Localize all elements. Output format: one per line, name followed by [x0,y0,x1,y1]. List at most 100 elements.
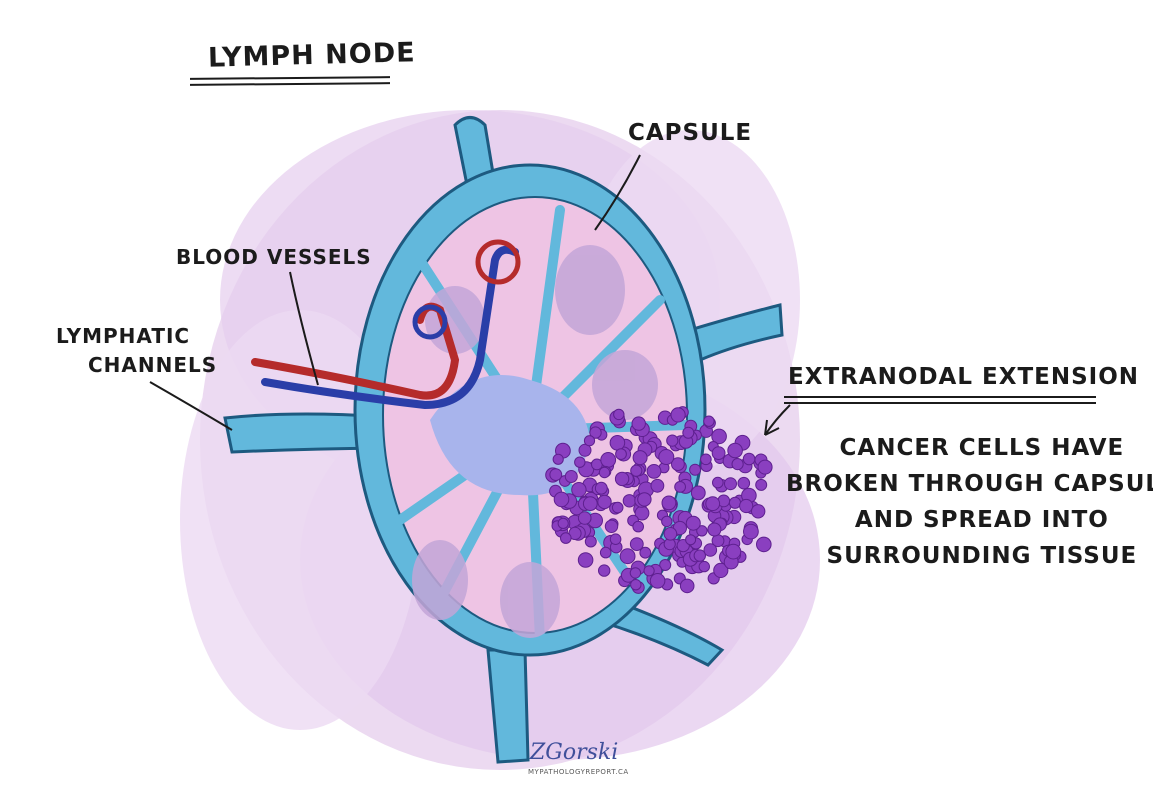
title: LYMPH NODE [207,37,416,74]
cancer-cell [582,496,598,512]
cancer-cell [597,494,612,510]
cancer-cell [650,478,665,493]
cancer-cell [630,464,643,477]
cancer-cell [757,459,773,475]
cancer-cell [731,458,744,471]
cancer-cells [545,406,773,594]
cancer-cell [696,525,708,537]
cancer-cell [578,443,592,457]
cancer-cell [742,452,756,466]
cancer-cell [574,456,586,468]
website-credit: MYPATHOLOGYREPORT.CA [528,768,629,776]
cancer-cell [728,496,742,509]
cancer-cell [725,543,742,560]
cancer-cell [659,559,672,571]
extranodal-underline-2 [784,402,1096,404]
cancer-cell [737,476,751,490]
cancer-cell [700,453,712,466]
cancer-cell [703,543,718,557]
cancer-cell [589,426,602,439]
cancer-cell [674,481,686,493]
cancer-cell [739,498,754,514]
extranodal-description: CANCER CELLS HAVE BROKEN THROUGH CAPSULE… [786,430,1153,574]
cancer-cell [598,564,611,577]
cancer-cell [658,449,675,465]
cancer-cell [584,535,597,548]
cancer-cell [661,495,677,511]
cancer-cell [630,579,642,591]
cancer-cell [637,492,652,507]
cancer-cell [661,515,673,528]
cancer-cell [598,466,611,479]
cancer-cell [594,481,608,495]
cancer-cell [756,536,772,553]
cancer-cell [712,476,724,489]
medulla [430,375,590,496]
cancer-cell [707,522,722,537]
label-lymphatic-line1: LYMPHATIC [56,324,191,348]
efferent-lymphatics [223,116,784,764]
cancer-cell [614,471,630,487]
cancer-cell [577,511,592,525]
cancer-cell [670,407,686,423]
cancer-cell [751,504,766,519]
cancer-cell [727,442,743,459]
cancer-cell [663,527,678,541]
artist-signature: ZGorski [530,740,619,765]
cancer-cell [615,448,627,461]
cancer-cell [560,532,572,544]
cancer-cell [600,452,617,468]
cancer-cell [649,573,666,589]
cancer-cell [583,435,596,447]
description-line: AND SPREAD INTO [854,507,1109,533]
cancer-cell [724,477,737,491]
cancer-cell [671,457,685,472]
cancer-cell [713,562,729,579]
cancer-cell [622,494,637,508]
cancer-cell [666,434,679,447]
cancer-cell [599,546,612,559]
cancer-cell [549,468,563,482]
label-lymphatic-line2: CHANNELS [88,353,218,377]
extranodal-underline [784,396,1096,398]
cancer-cell [552,453,564,465]
cancer-cell [693,549,706,562]
cancer-cell [619,548,636,565]
cancer-cell [689,463,702,476]
cancer-cell [643,565,655,577]
cancer-cell [685,515,701,531]
cancer-cell [557,517,569,530]
cancer-cell [609,533,622,546]
cancer-cell [631,416,646,431]
cancer-cell [639,546,652,559]
cancer-cell [743,523,759,540]
cancer-cell [646,464,662,479]
cancer-cell [629,537,644,551]
cancer-cell [755,478,768,491]
cancer-cell [632,520,645,533]
description-line: CANCER CELLS HAVE [839,435,1125,461]
label-lymphatic-channels: LYMPHATIC CHANNELS [56,322,217,380]
cancer-cell [698,560,710,573]
cancer-cell [604,519,619,533]
description-line: BROKEN THROUGH CAPSULE [786,471,1153,497]
label-blood-vessels: BLOOD VESSELS [176,245,372,269]
cancer-cell [703,415,715,427]
cancer-cell [564,470,578,483]
cancer-cell [685,534,697,546]
cancer-cell [611,501,624,514]
label-extranodal-extension: EXTRANODAL EXTENSION [788,364,1140,390]
cancer-cell [553,491,570,508]
cancer-cell [632,450,648,466]
cancer-cell [679,578,695,594]
description-line: SURROUNDING TISSUE [826,543,1138,569]
cancer-cell [577,552,594,568]
cancer-cell [571,482,587,498]
label-capsule: CAPSULE [628,120,753,146]
cancer-cell [682,426,695,439]
cancer-cell [705,496,721,512]
cancer-cell [690,485,706,501]
cancer-cell [609,435,626,451]
